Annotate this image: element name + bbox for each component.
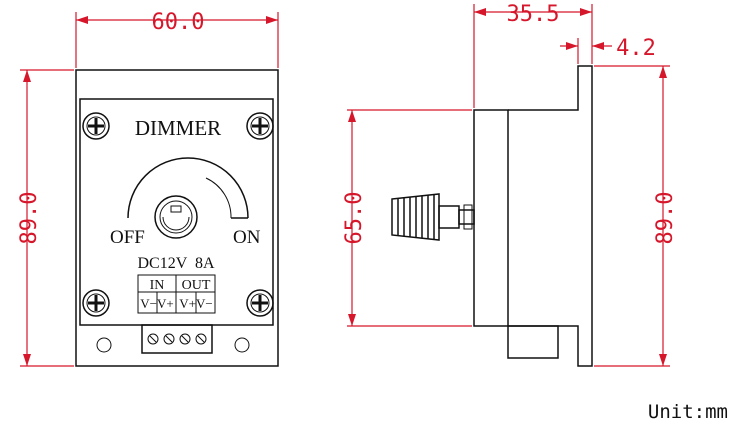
unit-label: Unit:mm [648, 401, 728, 423]
terminal-out-label: OUT [182, 278, 211, 293]
terminal-out-pins: V+V− [179, 296, 212, 311]
rotation-arc [127, 157, 249, 219]
dim-side-body-height-label: 65.0 [342, 192, 367, 245]
screw-top-right-icon [246, 112, 274, 140]
side-housing [508, 65, 593, 367]
dim-side-body-height: 65.0 [342, 109, 472, 327]
front-view: DIMMER OFF ON DC12V 8A IN OUT V−V+ V+V− [75, 69, 279, 367]
dim-side-flange-label: 4.2 [616, 36, 656, 61]
knob-icon [154, 195, 198, 239]
rotation-arc-inner [205, 177, 232, 219]
side-terminal [507, 325, 559, 359]
side-view [391, 65, 593, 367]
front-plate [75, 69, 279, 367]
panel-title: DIMMER [135, 116, 221, 140]
dim-front-height: 89.0 [17, 69, 74, 367]
off-label: OFF [110, 227, 145, 248]
dim-side-height-label: 89.0 [653, 192, 678, 245]
screw-top-left-icon [82, 112, 110, 140]
mount-hole-right-icon [234, 337, 250, 353]
side-knob-icon [391, 193, 475, 241]
terminal-table: IN OUT V−V+ V+V− [137, 274, 216, 314]
terminal-in-pins: V−V+ [140, 296, 173, 311]
screw-bottom-left-icon [82, 289, 110, 317]
dim-front-width-label: 60.0 [152, 10, 205, 35]
on-label: ON [233, 227, 261, 248]
terminal-block-icon [141, 324, 213, 354]
dim-side-flange: 4.2 [560, 36, 656, 64]
screw-bottom-right-icon [246, 289, 274, 317]
dim-front-width: 60.0 [75, 10, 279, 68]
dim-side-depth: 35.5 [473, 2, 593, 108]
dim-side-height: 89.0 [594, 65, 678, 367]
mount-hole-left-icon [96, 337, 112, 353]
terminal-in-label: IN [150, 278, 165, 293]
dim-side-depth-label: 35.5 [507, 2, 560, 27]
side-body [473, 109, 509, 327]
dim-front-height-label: 89.0 [17, 192, 42, 245]
rating-label: DC12V 8A [137, 255, 214, 272]
